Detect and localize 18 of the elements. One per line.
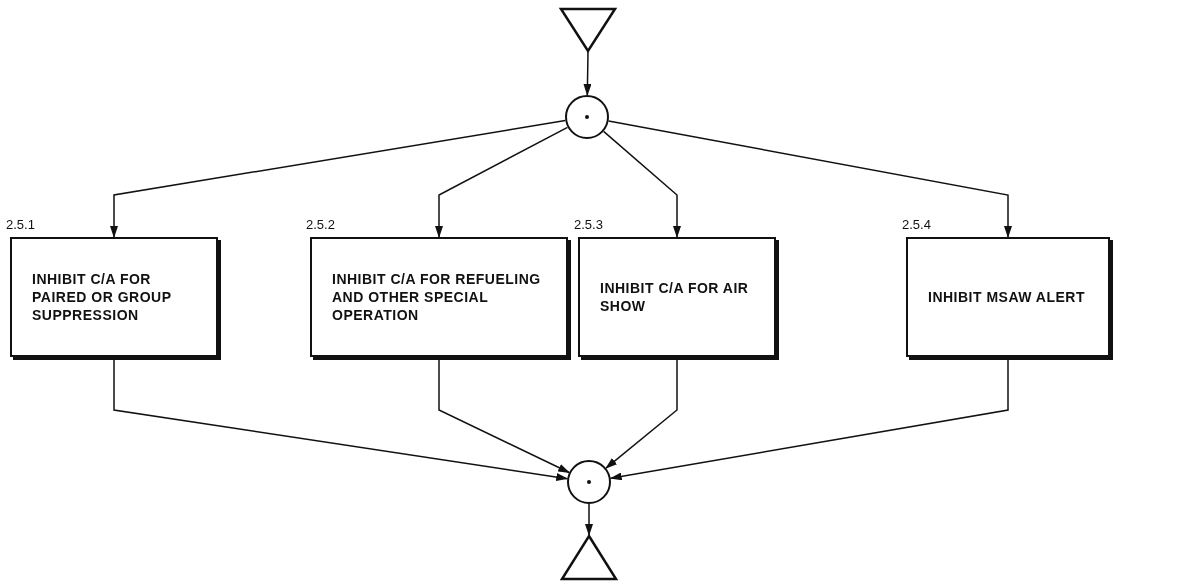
process-number: 2.5.1 [6,217,35,232]
process-label: INHIBIT MSAW ALERT [928,287,1086,307]
terminal-triangle [561,535,617,580]
junction-circle [565,95,609,139]
process-label: INHIBIT C/A FOR PAIRED OR GROUP SUPPRESSION [32,269,173,325]
process-label: INHIBIT C/A FOR REFUELING AND OTHER SPECIAL OPERATION [332,269,542,325]
process-number: 2.5.4 [902,217,931,232]
junction-circle [567,460,611,504]
arrow [602,130,681,238]
arrow [585,503,593,536]
arrow [435,126,569,238]
arrow [583,51,592,96]
process-label: INHIBIT C/A FOR AIR SHOW [600,278,750,316]
arrow [110,119,567,238]
terminal-triangle [560,8,616,52]
process-number: 2.5.2 [306,217,335,232]
process-number: 2.5.3 [574,217,603,232]
arrow [607,120,1012,238]
